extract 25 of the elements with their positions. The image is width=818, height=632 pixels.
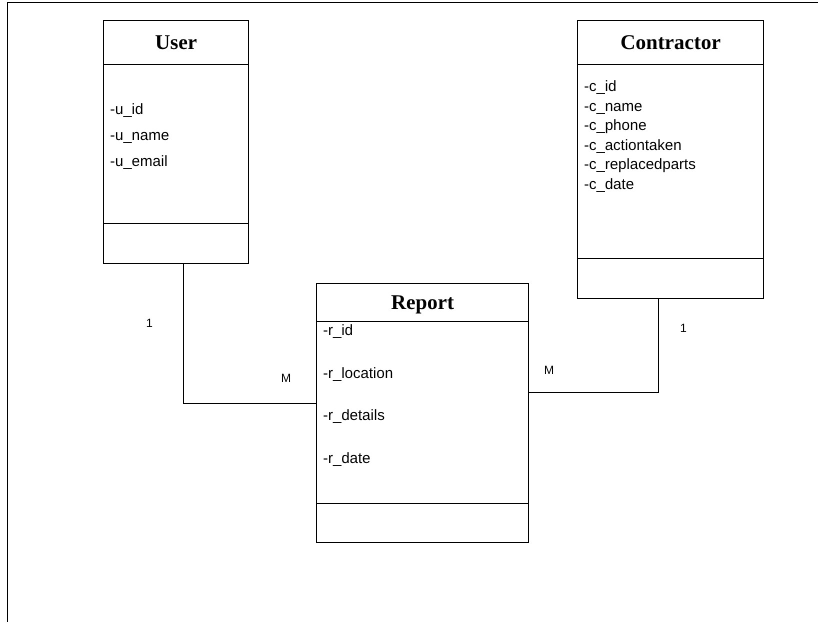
multiplicity-label: 1 bbox=[146, 316, 153, 330]
attribute: -c_phone bbox=[584, 116, 647, 136]
attribute: -r_location bbox=[323, 364, 394, 382]
class-name: Contractor bbox=[620, 30, 721, 55]
multiplicity-label: M bbox=[281, 371, 291, 385]
attribute: -r_id bbox=[323, 322, 354, 339]
attribute: -r_date bbox=[323, 450, 371, 467]
multiplicity-label: M bbox=[544, 363, 554, 377]
attribute: -c_replacedparts bbox=[584, 155, 696, 174]
association-line bbox=[528, 298, 659, 393]
class-box bbox=[103, 20, 249, 264]
attribute: -u_email bbox=[110, 152, 168, 172]
class-box bbox=[316, 283, 529, 543]
class-name: User bbox=[155, 30, 197, 55]
attribute: -r_details bbox=[323, 407, 385, 424]
class-name: Report bbox=[391, 290, 454, 315]
association-line bbox=[183, 264, 316, 404]
attribute: -c_name bbox=[584, 96, 642, 116]
class-box bbox=[577, 20, 764, 299]
attribute: -c_date bbox=[584, 174, 634, 194]
attribute: -u_id bbox=[110, 100, 144, 120]
attribute: -u_name bbox=[110, 126, 170, 146]
attribute: -c_id bbox=[584, 77, 617, 96]
multiplicity-label: 1 bbox=[680, 321, 687, 335]
attribute: -c_actiontaken bbox=[584, 136, 682, 155]
